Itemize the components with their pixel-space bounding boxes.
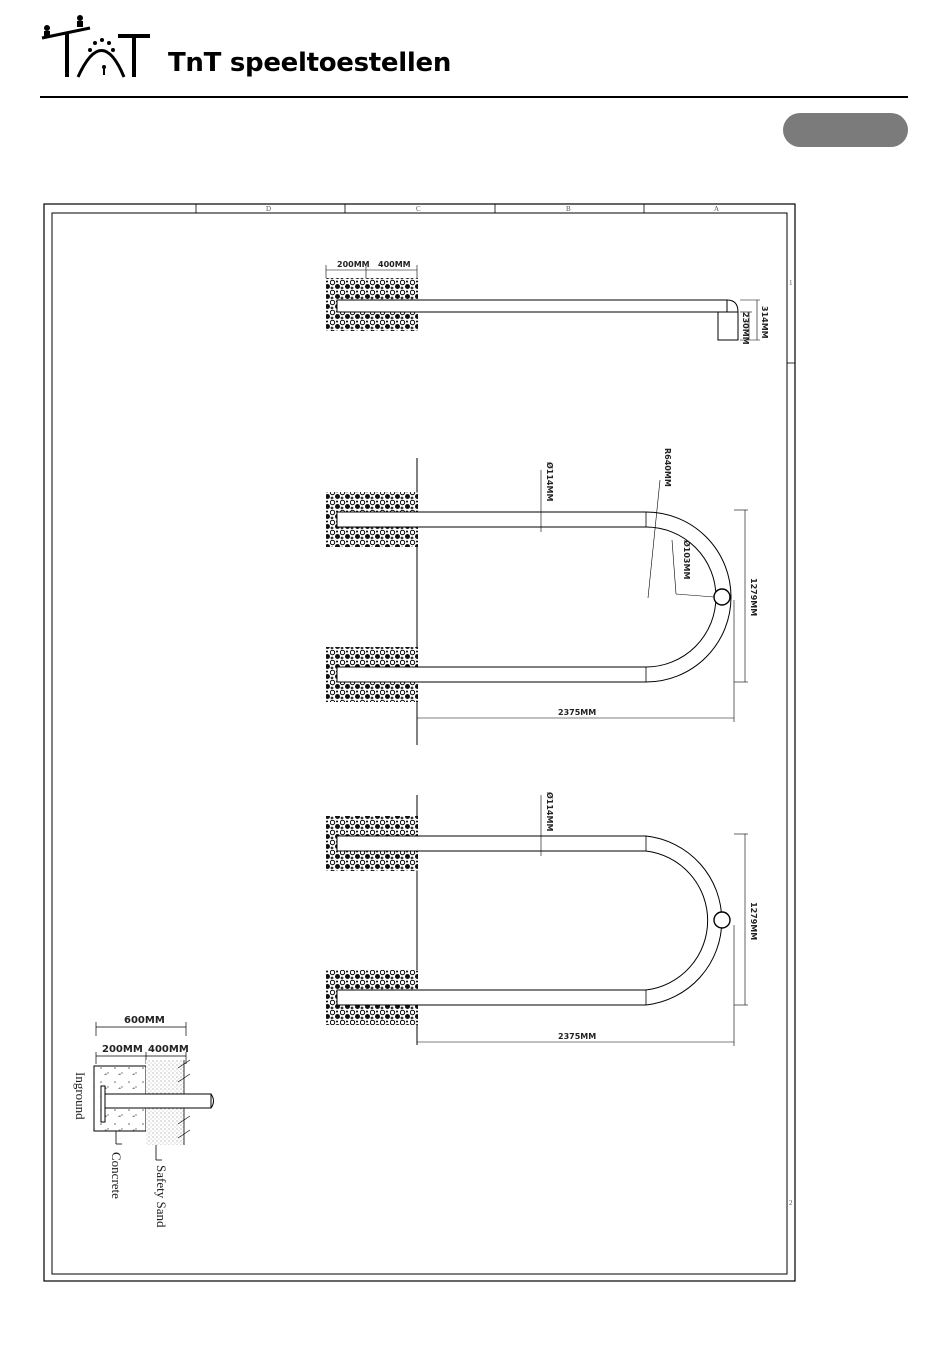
zone-letter-a: A bbox=[714, 205, 719, 213]
footing-label-concrete: Concrete bbox=[109, 1152, 124, 1199]
side-dim-314: 314MM bbox=[760, 306, 769, 339]
zone-number-2: 2 bbox=[789, 1199, 793, 1207]
top1-dim-width: 1279MM bbox=[749, 578, 758, 616]
top1-dim-pipe: Ø114MM bbox=[545, 462, 555, 501]
top2-dim-width: 1279MM bbox=[749, 902, 758, 940]
zone-letter-b: B bbox=[566, 205, 571, 213]
top2-dim-pipe: Ø114MM bbox=[545, 792, 555, 831]
zone-number-1: 1 bbox=[789, 279, 793, 287]
top1-dim-ring: Ø103MM bbox=[682, 540, 692, 579]
side-dim-400: 400MM bbox=[378, 260, 411, 269]
side-dim-200: 200MM bbox=[337, 260, 370, 269]
footing-dim-600: 600MM bbox=[124, 1015, 165, 1026]
top-view-1: Ø114MM R640MM Ø103MM 1279MM 2375MM bbox=[326, 448, 758, 745]
top2-dim-length: 2375MM bbox=[558, 1032, 596, 1041]
side-dim-230: 230MM bbox=[741, 312, 750, 345]
top-view-2: Ø114MM 1279MM 2375MM bbox=[326, 792, 758, 1046]
footing-label-sand: Safety Sand bbox=[154, 1165, 169, 1228]
zone-letter-c: C bbox=[416, 205, 421, 213]
footing-detail: 600MM 200MM 400MM Inground Concrete Safe… bbox=[73, 1015, 214, 1228]
footing-label-inground: Inground bbox=[73, 1072, 88, 1120]
footing-dim-400: 400MM bbox=[148, 1044, 189, 1055]
side-view: 200MM 400MM 314MM 230MM bbox=[326, 260, 769, 345]
top1-dim-length: 2375MM bbox=[558, 708, 596, 717]
footing-dim-200: 200MM bbox=[102, 1044, 143, 1055]
zone-letter-d: D bbox=[266, 205, 271, 213]
top1-dim-radius: R640MM bbox=[663, 448, 672, 487]
